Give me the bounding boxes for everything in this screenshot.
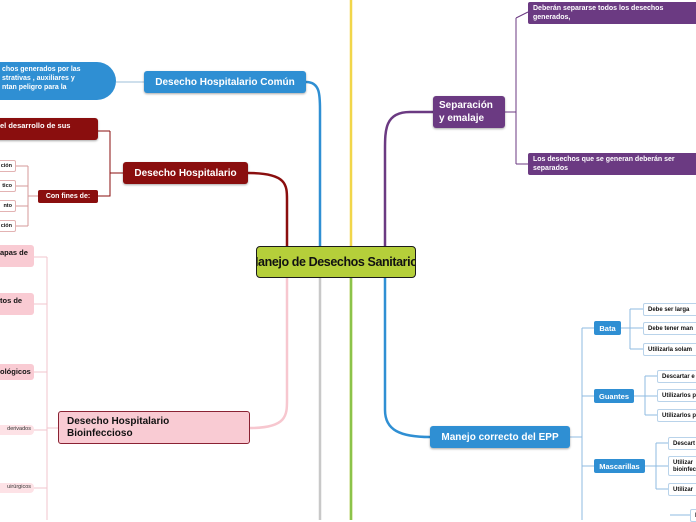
bioinfeccioso-type[interactable]: uirúrgicos [0, 483, 34, 493]
purpose-item[interactable]: ción [0, 160, 16, 172]
purpose-item[interactable]: nto [0, 200, 16, 212]
separacion-item[interactable]: Los desechos que se generan deberán ser … [528, 153, 696, 175]
mascarillas-item[interactable]: Utilizar bioinfec [668, 456, 696, 476]
bioinfeccioso-type[interactable]: derivados [0, 425, 34, 435]
epp-group-bata[interactable]: Bata [594, 321, 621, 335]
bioinfeccioso-topic[interactable]: Desecho Hospitalario Bioinfeccioso [58, 411, 250, 444]
epp-topic[interactable]: Manejo correcto del EPP [430, 426, 570, 448]
bioinfeccioso-type[interactable]: apas de [0, 245, 34, 267]
mascarillas-item[interactable]: Descart [668, 437, 696, 450]
purpose-item[interactable]: ción [0, 220, 16, 232]
bata-item[interactable]: Debe ser larga [643, 303, 696, 316]
mascarillas-item[interactable]: Utilizar [668, 483, 696, 496]
guantes-item[interactable]: Descartar e [657, 370, 696, 383]
epp-extra-item[interactable]: D [690, 509, 696, 522]
comun-topic[interactable]: Desecho Hospitalario Común [144, 71, 306, 93]
purpose-label[interactable]: Con fines de: [38, 190, 98, 203]
comun-description[interactable]: chos generados por las strativas , auxil… [0, 62, 116, 100]
guantes-item[interactable]: Utilizarlos p [657, 389, 696, 402]
purpose-item[interactable]: tico [0, 180, 16, 192]
hospitalario-topic[interactable]: Desecho Hospitalario [123, 162, 248, 184]
separacion-topic[interactable]: Separación y emalaje [433, 96, 505, 128]
epp-group-guantes[interactable]: Guantes [594, 389, 634, 403]
bioinfeccioso-type[interactable]: ológicos [0, 364, 34, 380]
guantes-item[interactable]: Utilizarlos p [657, 409, 696, 422]
bioinfeccioso-type[interactable]: tos de [0, 293, 34, 315]
hospitalario-description[interactable]: el desarrollo de sus [0, 118, 98, 140]
bata-item[interactable]: Debe tener man [643, 322, 696, 335]
separacion-item[interactable]: Deberán separarse todos los desechos gen… [528, 2, 696, 24]
epp-group-mascarillas[interactable]: Mascarillas [594, 459, 645, 473]
central-topic[interactable]: Manejo de Desechos Sanitarios [256, 246, 416, 278]
bata-item[interactable]: Utilizarla solam [643, 343, 696, 356]
